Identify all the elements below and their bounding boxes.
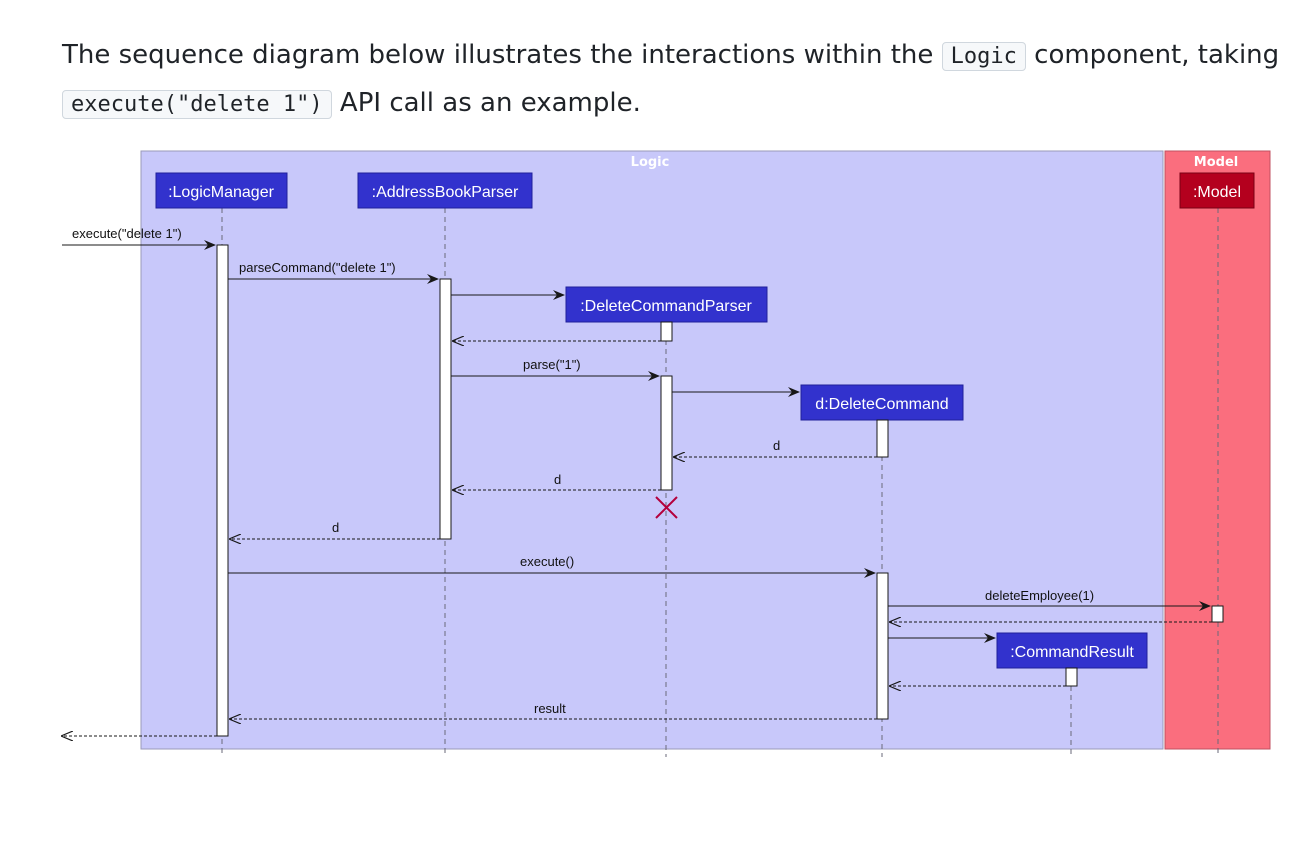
return-d-2-label: d bbox=[554, 472, 561, 487]
participant-logic-manager-label: :LogicManager bbox=[168, 184, 275, 201]
inline-code-execute: execute("delete 1") bbox=[62, 90, 332, 119]
activation-delete-command-1 bbox=[876, 419, 889, 458]
logic-group bbox=[140, 150, 1164, 750]
model-group-title: Model bbox=[1194, 155, 1238, 170]
logic-group-title: Logic bbox=[631, 155, 670, 170]
participant-command-result bbox=[996, 632, 1148, 669]
participant-logic-manager bbox=[155, 172, 288, 209]
activation-address-book-parser bbox=[439, 278, 452, 540]
activation-delete-command-parser-1 bbox=[660, 321, 673, 342]
intro-paragraph: The sequence diagram below illustrates t… bbox=[62, 32, 1282, 128]
return-d-3-label: d bbox=[332, 520, 339, 535]
participant-model bbox=[1179, 172, 1255, 209]
message-delete-employee-label: deleteEmployee(1) bbox=[985, 588, 1094, 603]
activation-bars bbox=[216, 244, 1224, 737]
activation-delete-command-2 bbox=[876, 572, 889, 720]
activation-command-result bbox=[1065, 667, 1078, 687]
participant-delete-command-label: d:DeleteCommand bbox=[815, 396, 948, 413]
return-messages bbox=[62, 341, 1212, 736]
inline-code-logic: Logic bbox=[941, 42, 1026, 71]
activation-model bbox=[1211, 605, 1224, 623]
message-parse-label: parse("1") bbox=[523, 357, 581, 372]
participant-model-label: :Model bbox=[1193, 184, 1241, 201]
intro-text-end: API call as an example. bbox=[331, 88, 641, 118]
return-d-1-label: d bbox=[773, 438, 780, 453]
message-execute-label: execute() bbox=[520, 554, 574, 569]
intro-text-middle: component, taking bbox=[1025, 40, 1280, 70]
participant-address-book-parser bbox=[357, 172, 533, 209]
message-execute-delete-label: execute("delete 1") bbox=[72, 226, 182, 241]
intro-text-start: The sequence diagram below illustrates t… bbox=[62, 40, 942, 70]
activation-delete-command-parser-2 bbox=[660, 375, 673, 491]
participant-delete-command-parser-label: :DeleteCommandParser bbox=[580, 298, 752, 315]
activation-logic-manager bbox=[216, 244, 229, 737]
participant-delete-command bbox=[800, 384, 964, 421]
message-parse-command-label: parseCommand("delete 1") bbox=[239, 260, 396, 275]
destroy-marker bbox=[655, 496, 678, 519]
participant-command-result-label: :CommandResult bbox=[1010, 644, 1134, 661]
participant-address-book-parser-label: :AddressBookParser bbox=[372, 184, 519, 201]
call-messages bbox=[62, 240, 1211, 643]
return-result-label: result bbox=[534, 701, 566, 716]
participant-delete-command-parser bbox=[565, 286, 768, 323]
